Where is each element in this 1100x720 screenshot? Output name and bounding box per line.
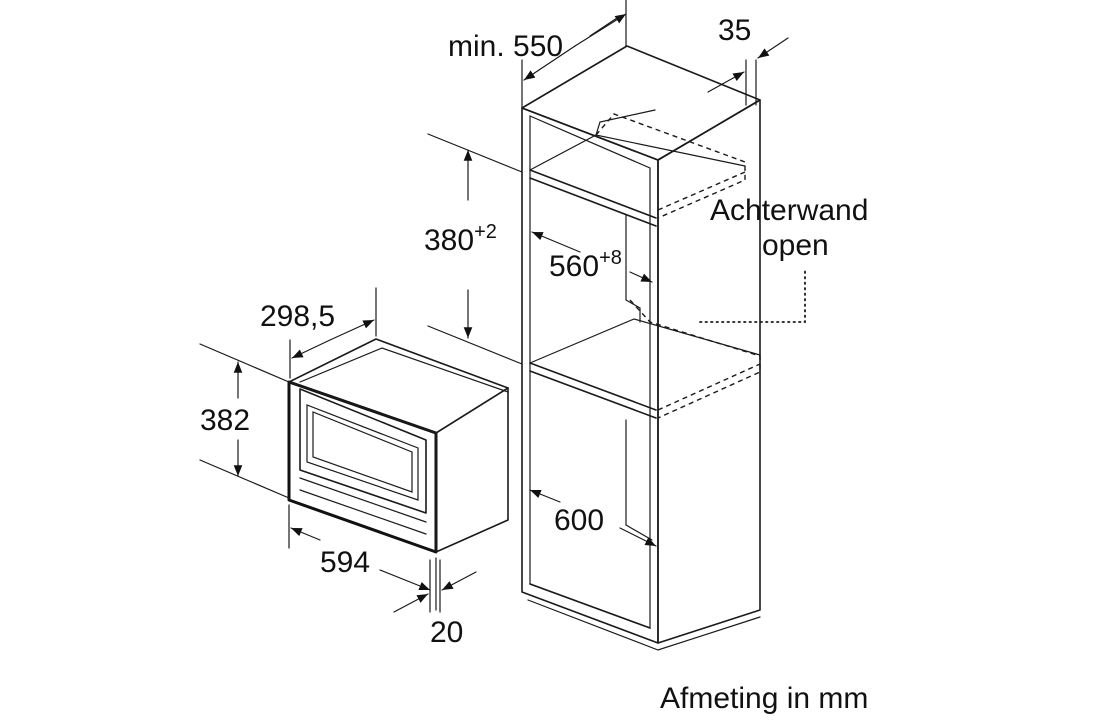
- built-in-oven: [287, 338, 509, 554]
- tall-cabinet: [521, 45, 761, 651]
- width-560-label: 560+8: [549, 247, 622, 283]
- units-note: Afmeting in mm: [660, 682, 868, 715]
- dimension-lines: [199, 0, 789, 613]
- rear-wall-leader: [699, 267, 806, 323]
- width-600-label: 600: [554, 504, 604, 537]
- gap-35-label: 35: [718, 14, 751, 47]
- height-382-label: 382: [200, 404, 250, 437]
- depth-298-label: 298,5: [260, 300, 335, 333]
- rear-wall-open: [595, 113, 761, 419]
- width-594-label: 594: [320, 546, 370, 579]
- rear-wall-label-line2: open: [762, 229, 829, 262]
- frame-20-label: 20: [430, 616, 463, 649]
- height-380-label: 380+2: [424, 221, 497, 257]
- rear-wall-label-line1: Achterwand: [710, 194, 868, 227]
- depth-min-label: min. 550: [448, 30, 563, 63]
